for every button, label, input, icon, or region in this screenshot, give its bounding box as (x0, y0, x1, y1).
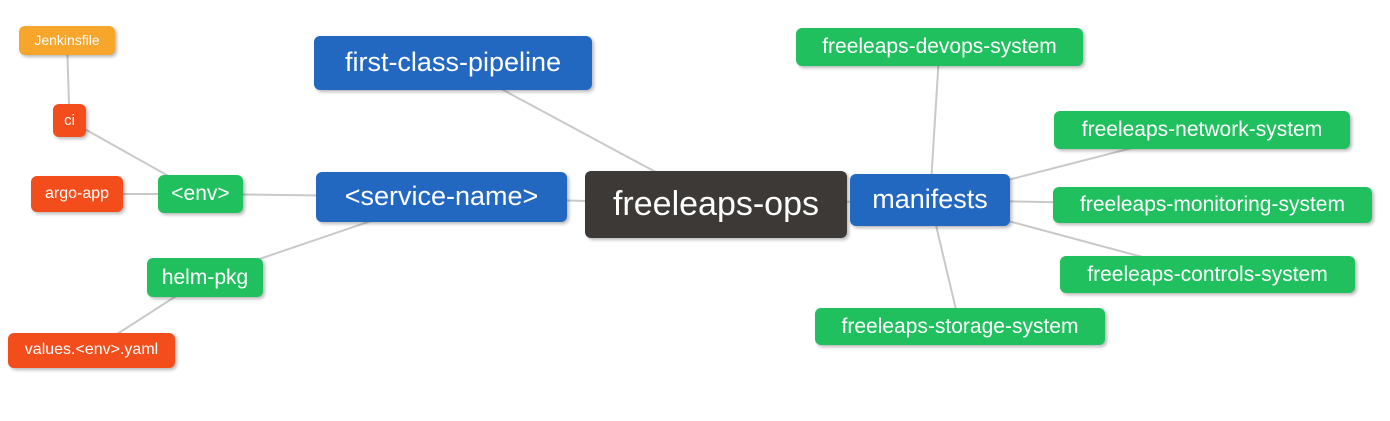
node-freeleaps-monitoring-system[interactable]: freeleaps-monitoring-system (1053, 187, 1372, 223)
node-label-freeleaps-storage-system: freeleaps-storage-system (841, 314, 1079, 338)
node-ci[interactable]: ci (53, 104, 86, 137)
node-label-values-env-yaml: values.<env>.yaml (24, 341, 159, 358)
node-label-first-class-pipeline: first-class-pipeline (344, 47, 562, 77)
node-values-env-yaml[interactable]: values.<env>.yaml (8, 333, 175, 368)
node-label-env: <env> (171, 182, 230, 205)
node-first-class-pipeline[interactable]: first-class-pipeline (314, 36, 592, 90)
node-env[interactable]: <env> (158, 175, 243, 213)
node-manifests[interactable]: manifests (850, 174, 1010, 226)
node-label-jenkinsfile: Jenkinsfile (34, 32, 100, 48)
node-label-freeleaps-devops-system: freeleaps-devops-system (822, 35, 1057, 58)
node-label-service-name: <service-name> (344, 181, 539, 211)
node-label-ci: ci (64, 111, 75, 129)
node-label-argo-app: argo-app (44, 184, 110, 202)
node-freeleaps-ops[interactable]: freeleaps-ops (585, 171, 847, 238)
node-freeleaps-controls-system[interactable]: freeleaps-controls-system (1060, 256, 1355, 293)
node-jenkinsfile[interactable]: Jenkinsfile (19, 26, 115, 55)
node-label-manifests: manifests (872, 184, 988, 214)
node-argo-app[interactable]: argo-app (31, 176, 123, 212)
node-label-freeleaps-ops: freeleaps-ops (612, 185, 819, 223)
node-helm-pkg[interactable]: helm-pkg (147, 258, 263, 297)
node-label-freeleaps-network-system: freeleaps-network-system (1081, 118, 1323, 141)
node-freeleaps-devops-system[interactable]: freeleaps-devops-system (796, 28, 1083, 66)
node-freeleaps-storage-system[interactable]: freeleaps-storage-system (815, 308, 1105, 345)
node-freeleaps-network-system[interactable]: freeleaps-network-system (1054, 111, 1350, 149)
node-label-helm-pkg: helm-pkg (161, 265, 249, 289)
node-label-freeleaps-controls-system: freeleaps-controls-system (1087, 262, 1328, 286)
node-service-name[interactable]: <service-name> (316, 172, 567, 222)
node-label-freeleaps-monitoring-system: freeleaps-monitoring-system (1080, 193, 1345, 216)
